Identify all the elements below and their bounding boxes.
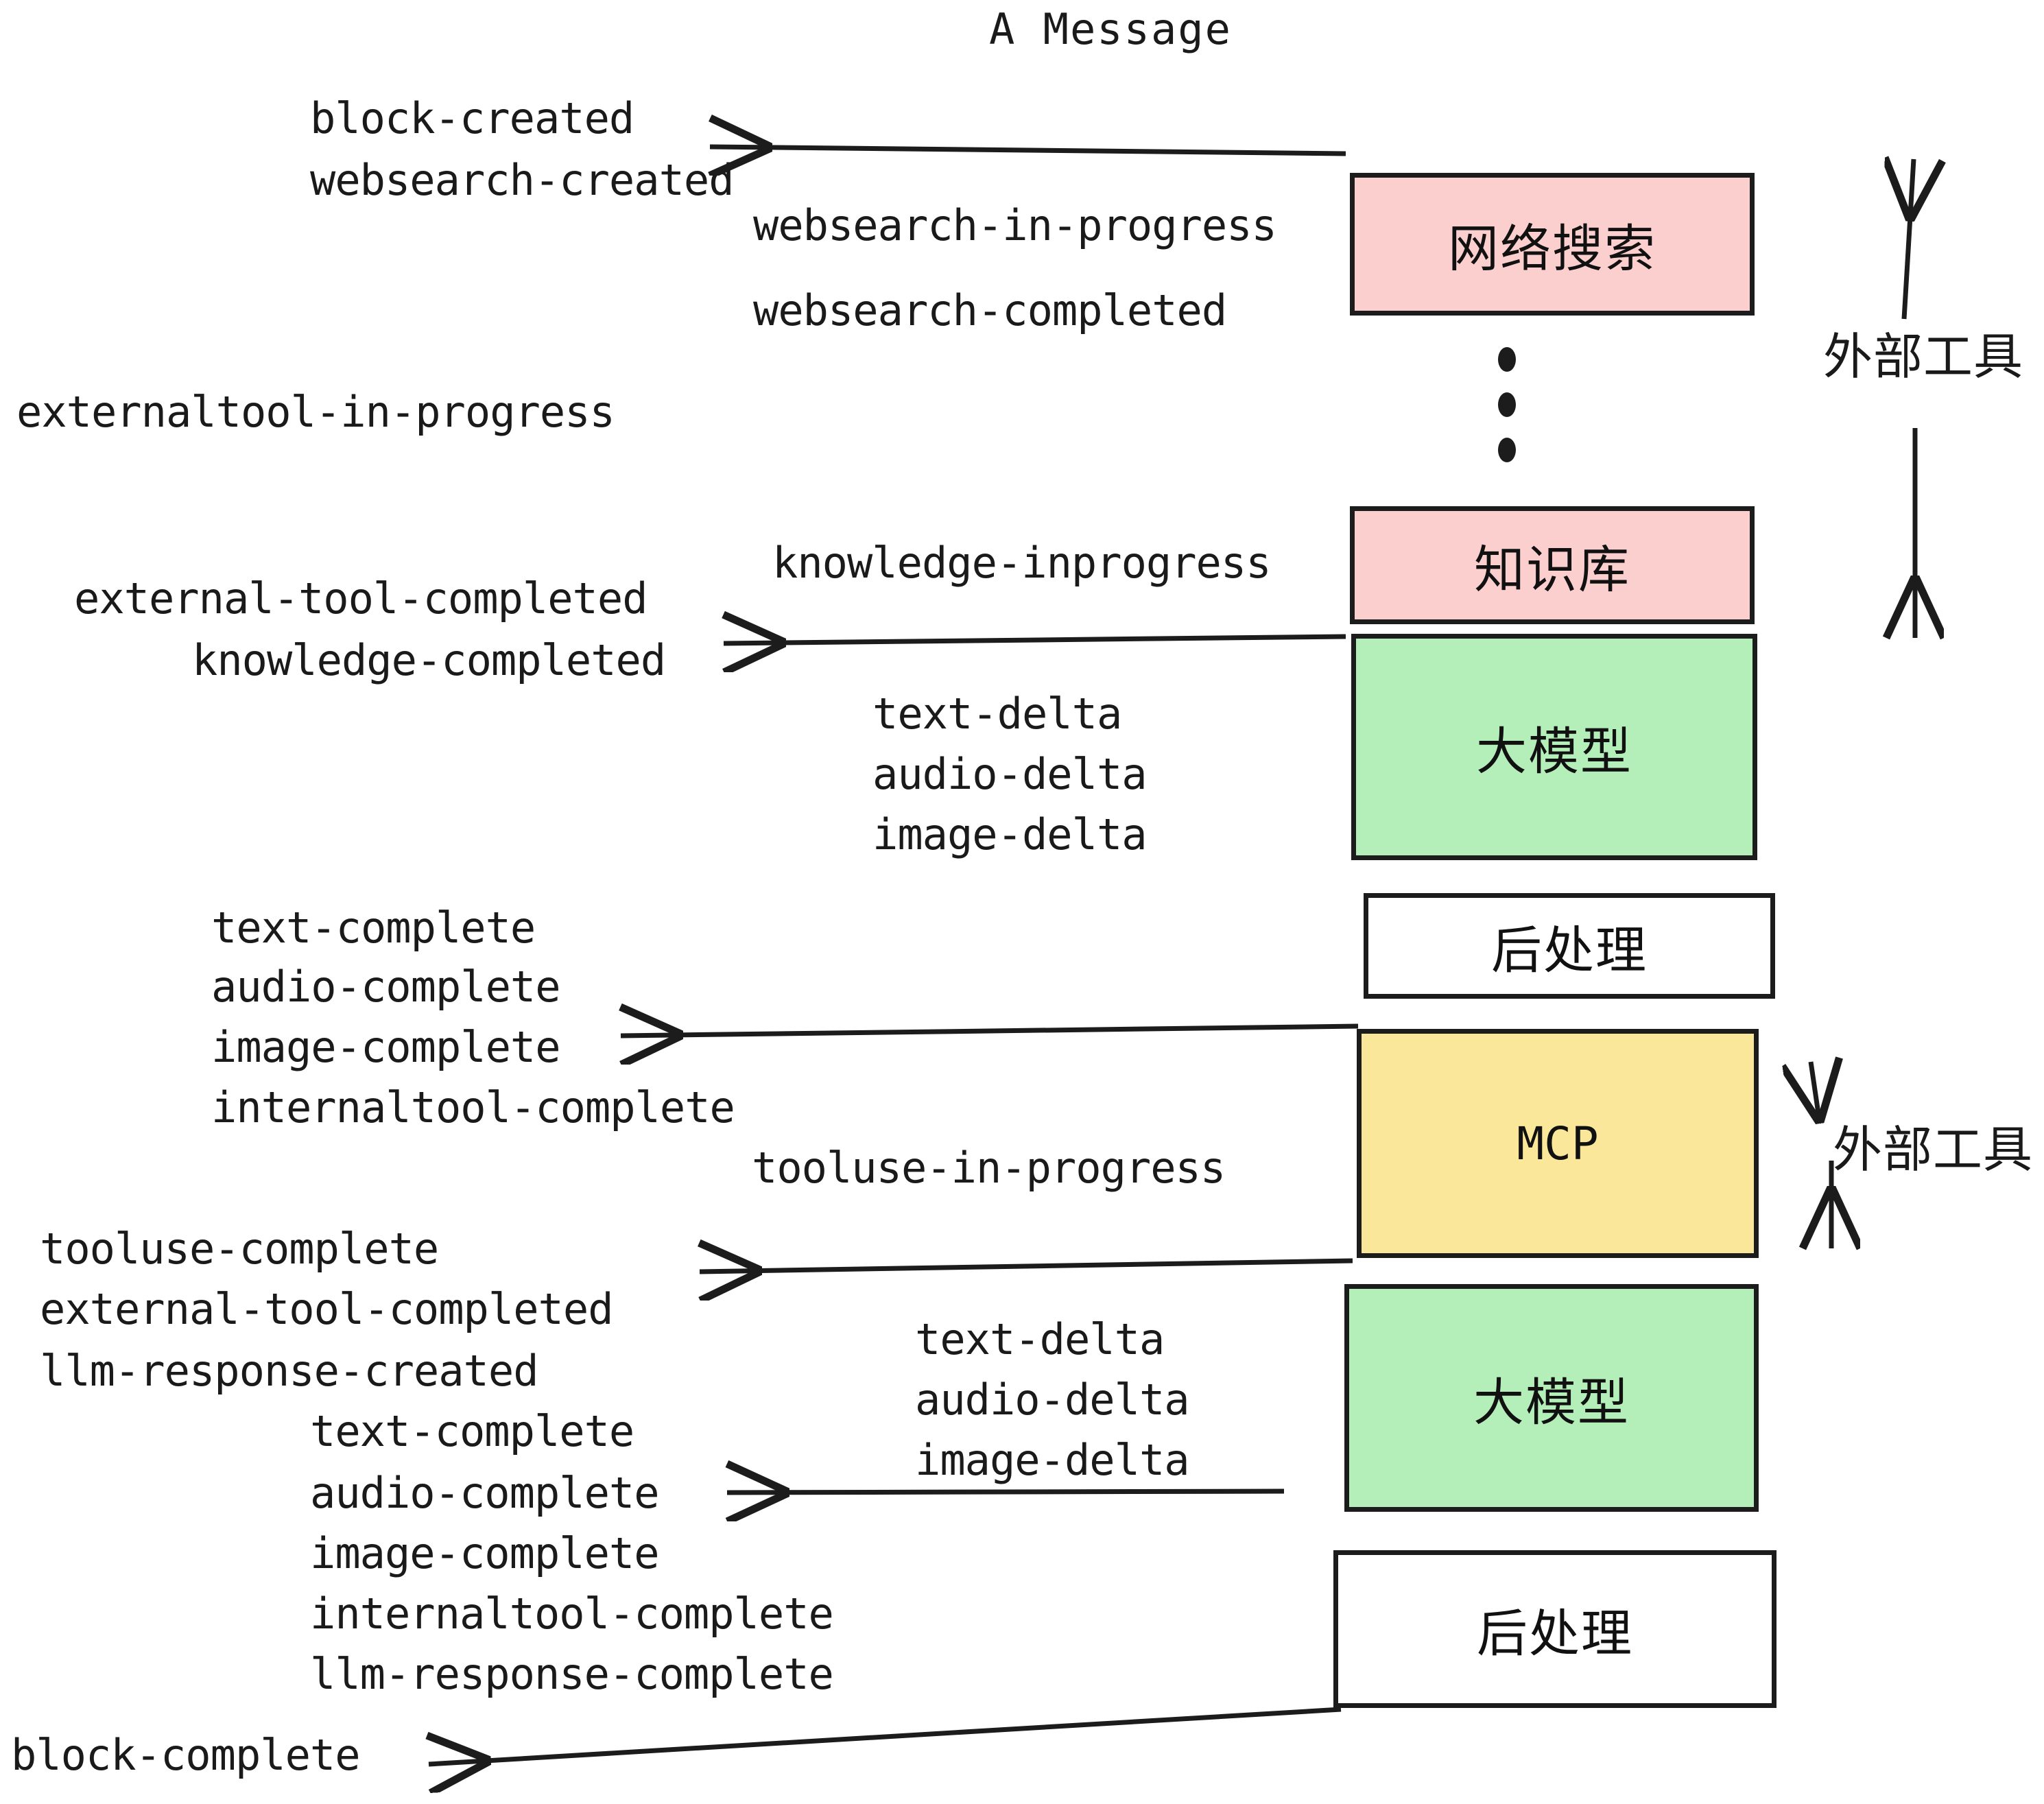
node-knowledge: 知识库 [1350,506,1755,624]
ellipsis-dot [1498,392,1516,417]
ellipsis-dot [1498,347,1516,372]
side-label-external-tool-2: 外部工具 [1833,1121,2034,1178]
event-label-tooluse-in-progress: tooluse-in-progress [752,1143,1226,1193]
event-label-websearch-completed: websearch-completed [753,285,1227,335]
event-label-image-complete-2: image-complete [310,1528,660,1578]
event-label-websearch-created: websearch-created [310,155,735,205]
event-label-externaltool-in-progress: externaltool-in-progress [16,387,615,437]
node-mcp: MCP [1357,1029,1759,1258]
event-label-audio-delta-2: audio-delta [915,1375,1190,1425]
arrow-llm2-to-audio-complete [727,1491,1285,1493]
event-label-websearch-in-progress: websearch-in-progress [753,200,1277,250]
event-label-block-complete: block-complete [11,1730,361,1780]
node-websearch: 网络搜索 [1350,173,1755,316]
event-label-image-delta-1: image-delta [872,809,1148,859]
arrow-postprocess-to-image-complete [621,1026,1359,1036]
event-label-audio-delta-1: audio-delta [872,749,1148,799]
node-postprocess-2: 后处理 [1333,1550,1776,1708]
node-llm-2: 大模型 [1344,1284,1759,1512]
page-title: A Message [989,4,1232,54]
event-label-text-delta-1: text-delta [872,689,1122,739]
arrow-websearch-to-block-created [710,147,1346,154]
event-label-audio-complete-1: audio-complete [211,962,561,1012]
event-label-text-delta-2: text-delta [915,1314,1165,1364]
event-label-llm-response-created: llm-response-created [40,1346,539,1396]
arrow-external-tool-1-up [1904,159,1914,320]
event-label-internaltool-complete-1: internaltool-complete [211,1082,735,1132]
ellipsis-dot [1498,438,1516,462]
node-llm-1: 大模型 [1351,634,1757,860]
event-label-knowledge-completed: knowledge-completed [192,635,666,685]
arrow-mcp-to-tooluse-complete [700,1261,1353,1272]
event-label-text-complete-1: text-complete [211,903,536,953]
arrow-postprocess2-to-block-complete [429,1707,1342,1764]
event-label-llm-response-complete: llm-response-complete [310,1649,834,1699]
arrow-knowledge-to-completed [724,637,1346,643]
arrow-external-tool-2-up [1811,1062,1819,1118]
event-label-block-created: block-created [310,93,634,143]
event-label-internaltool-complete-2: internaltool-complete [310,1589,834,1639]
event-label-text-complete-2: text-complete [310,1406,634,1456]
event-label-external-tool-completed-2: external-tool-completed [40,1284,614,1334]
side-label-external-tool-1: 外部工具 [1823,328,2024,385]
event-label-image-delta-2: image-delta [915,1435,1190,1485]
node-postprocess-1: 后处理 [1364,893,1775,999]
event-label-image-complete-1: image-complete [211,1022,561,1072]
event-label-external-tool-completed-1: external-tool-completed [74,573,648,624]
event-label-tooluse-complete: tooluse-complete [40,1224,439,1274]
event-label-knowledge-inprogress: knowledge-inprogress [772,538,1272,588]
event-label-audio-complete-2: audio-complete [310,1468,660,1518]
